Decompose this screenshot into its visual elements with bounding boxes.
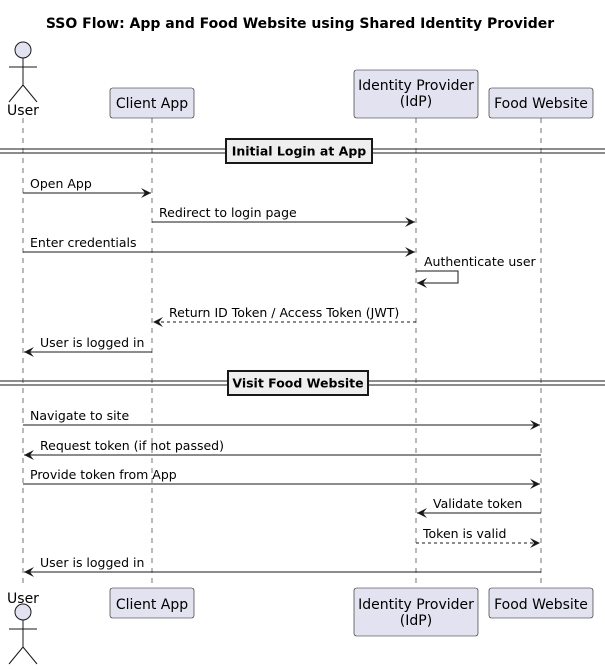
- participant-label-top-idp: Identity Provider: [358, 78, 474, 94]
- divider-box: [225, 138, 373, 164]
- participant-label-bottom-food: Food Website: [494, 597, 588, 613]
- divider-label: Visit Food Website: [232, 376, 363, 391]
- actor-top-leg-right: [22, 84, 38, 103]
- participant-box-top-client: [109, 87, 195, 119]
- message-label: Enter credentials: [30, 235, 137, 250]
- message-label: Token is valid: [422, 526, 506, 541]
- actor-top-head: [14, 41, 32, 59]
- participant-label-top-user: User: [7, 103, 39, 119]
- participant-box-bottom-client: [109, 587, 195, 619]
- participant-label-top-client: Client App: [116, 96, 188, 112]
- participant-box-bottom-food: [488, 587, 594, 619]
- message-label: User is logged in: [40, 335, 144, 350]
- message-label: Navigate to site: [30, 408, 129, 423]
- participant-label-top-idp: (IdP): [400, 94, 432, 110]
- message-label: User is logged in: [40, 555, 144, 570]
- participant-label-top-food: Food Website: [494, 96, 588, 112]
- diagram-title: SSO Flow: App and Food Website using Sha…: [46, 16, 554, 32]
- participant-label-bottom-user: User: [7, 591, 39, 607]
- actor-top-leg-left: [8, 84, 24, 103]
- divider-box: [227, 370, 369, 396]
- actor-bottom-leg-right: [22, 646, 38, 665]
- message-label: Open App: [30, 176, 92, 191]
- message-label: Authenticate user: [424, 254, 537, 269]
- divider-label: Initial Login at App: [232, 144, 367, 159]
- participant-label-bottom-idp: (IdP): [400, 613, 432, 629]
- message-label: Return ID Token / Access Token (JWT): [169, 305, 399, 320]
- participant-box-top-idp: [353, 69, 479, 119]
- message-label: Validate token: [433, 496, 522, 511]
- participant-box-top-food: [488, 87, 594, 119]
- actor-bottom-head: [14, 603, 32, 621]
- actor-bottom-leg-left: [8, 646, 24, 665]
- participant-label-bottom-client: Client App: [116, 597, 188, 613]
- participant-label-bottom-idp: Identity Provider: [358, 597, 474, 613]
- message-arrow-self: [416, 270, 459, 288]
- participant-box-bottom-idp: [353, 587, 479, 637]
- message-label: Provide token from App: [30, 467, 177, 482]
- message-label: Request token (if not passed): [40, 438, 224, 453]
- message-label: Redirect to login page: [159, 205, 297, 220]
